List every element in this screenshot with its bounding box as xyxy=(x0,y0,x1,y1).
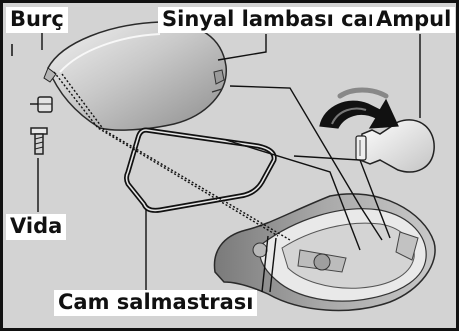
collar-part xyxy=(38,97,52,112)
lens-gasket xyxy=(127,130,275,210)
screw-label: Vida xyxy=(6,214,66,240)
screw-part xyxy=(31,128,47,154)
collar-label: Burç xyxy=(6,7,68,33)
bulb xyxy=(356,120,434,172)
bulb-label: Ampul xyxy=(372,7,455,33)
rotation-arrow xyxy=(320,90,398,128)
signal-lens-label: Sinyal lambası camı xyxy=(158,7,401,33)
signal-lens xyxy=(44,22,226,130)
gasket-label: Cam salmastrası xyxy=(54,290,257,316)
